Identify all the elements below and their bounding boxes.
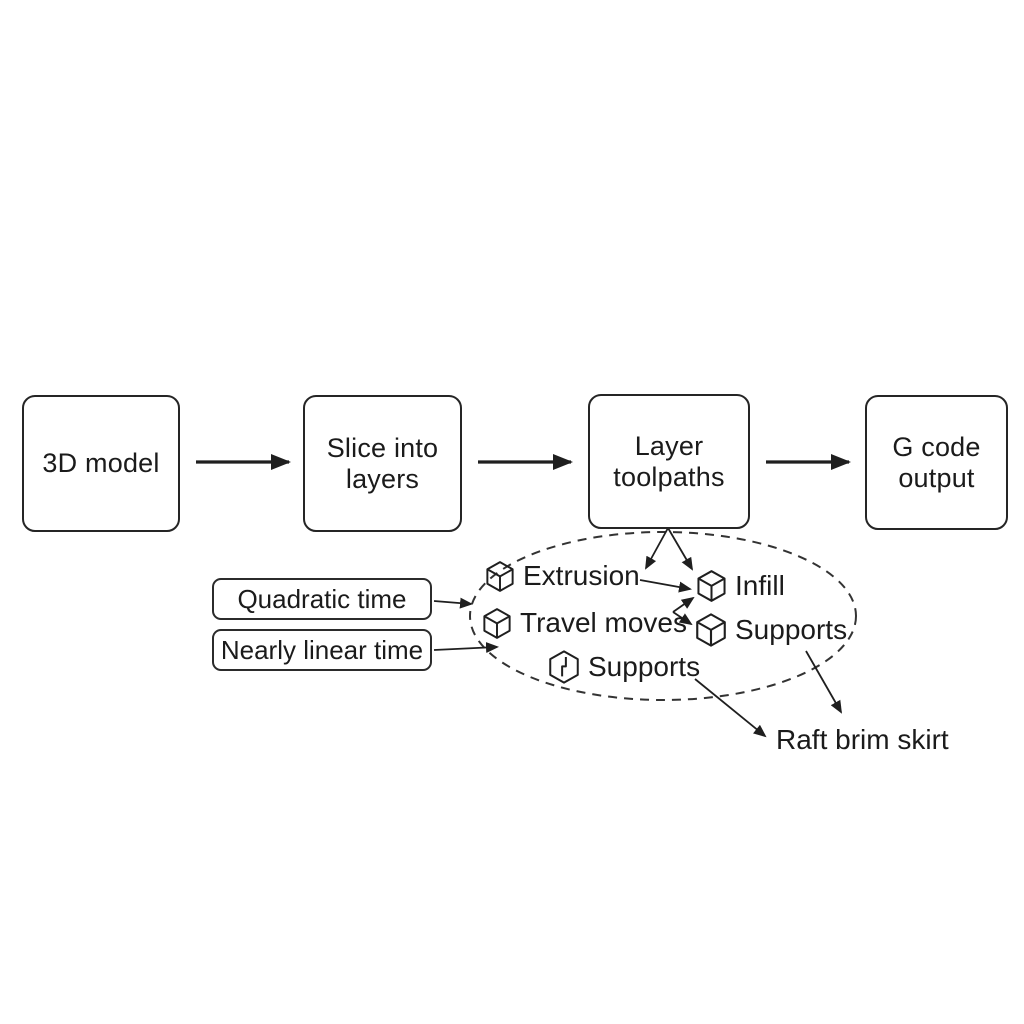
annotation-nearly-linear-time: Nearly linear time: [212, 629, 432, 671]
cube-icon: [486, 560, 514, 592]
arrow-extrusion-to-infill: [639, 579, 692, 593]
node-3d-model: 3D model: [22, 395, 180, 532]
item-supports-right: Supports: [696, 613, 847, 647]
item-infill: Infill: [697, 570, 785, 602]
item-travel-moves: Travel moves: [483, 607, 687, 639]
arrow-toolpaths-split-left: [645, 527, 669, 570]
arrow-supports-bottom-to-raft: [694, 678, 767, 738]
item-travel-moves-label: Travel moves: [520, 607, 688, 638]
annotation-quadratic-time: Quadratic time: [212, 578, 432, 620]
arrow-quadratic-time: [433, 597, 473, 609]
node-layer-toolpaths: Layer toolpaths: [588, 394, 750, 529]
node-gcode-output-label: G code output: [892, 432, 981, 493]
item-extrusion: Extrusion: [486, 560, 640, 592]
cube-icon: [696, 613, 726, 647]
item-infill-label: Infill: [735, 570, 785, 601]
node-3d-model-label: 3D model: [42, 448, 160, 479]
node-gcode-output: G code output: [865, 395, 1008, 530]
item-supports-right-label: Supports: [735, 614, 848, 645]
item-supports-bottom: Supports: [549, 650, 700, 684]
node-layer-toolpaths-label: Layer toolpaths: [613, 431, 725, 492]
item-extrusion-label: Extrusion: [523, 560, 640, 591]
node-slice-into-layers: Slice into layers: [303, 395, 462, 532]
open-cube-icon: [549, 650, 579, 684]
arrow-supports-right-to-raft: [805, 650, 842, 714]
arrow-toolpaths-split-right: [667, 527, 694, 571]
annotation-nearly-linear-time-label: Nearly linear time: [220, 634, 424, 665]
node-slice-into-layers-label: Slice into layers: [326, 433, 439, 494]
cube-icon: [697, 570, 726, 602]
arrow-nearly-linear-time: [433, 642, 499, 654]
item-supports-bottom-label: Supports: [588, 651, 701, 682]
annotation-quadratic-time-label: Quadratic time: [237, 583, 407, 614]
cube-icon: [483, 607, 511, 639]
label-raft-brim-skirt: Raft brim skirt: [776, 724, 949, 755]
